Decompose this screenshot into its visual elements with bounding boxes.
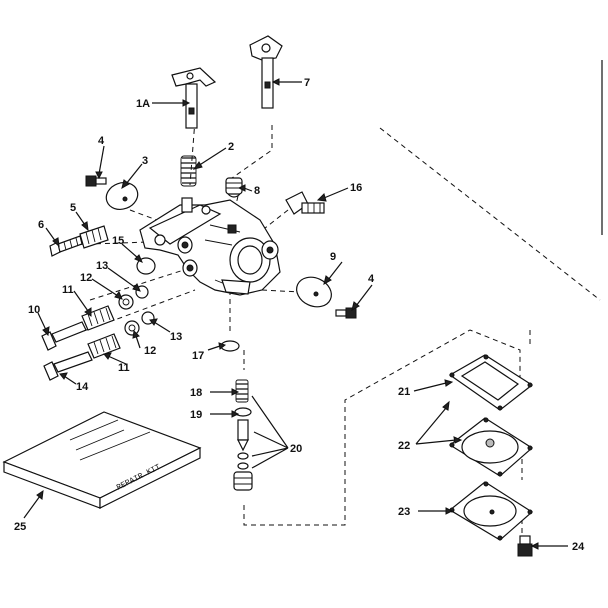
label-10: 10 [28, 304, 40, 316]
part-cover-23 [448, 481, 533, 541]
part-choke-shaft [249, 35, 283, 109]
part-throttle-spring [180, 155, 197, 187]
part-needle-spring-lower [87, 333, 121, 359]
label-3: 3 [142, 155, 148, 167]
part-needle-idle [41, 321, 87, 351]
label-20: 20 [290, 443, 302, 455]
label-12-upper: 12 [80, 272, 92, 284]
part-screw-right [335, 307, 357, 319]
label-21: 21 [398, 386, 410, 398]
part-inlet-spring [235, 379, 249, 403]
part-throttle-plate [105, 182, 139, 210]
part-repair-kit: REPAIR KIT [2, 411, 202, 509]
label-9: 9 [330, 251, 336, 263]
label-17: 17 [192, 350, 204, 362]
label-23: 23 [398, 506, 410, 518]
part-throttle-shaft [171, 67, 217, 129]
part-needle-spring-upper [81, 305, 115, 331]
label-13-lower: 13 [170, 331, 182, 343]
part-idle-spring [79, 225, 109, 249]
label-7: 7 [304, 77, 310, 89]
part-needle-main [43, 351, 93, 381]
part-inlet-needle [233, 419, 253, 491]
dashed-guides [57, 119, 601, 535]
part-packing-lower [124, 311, 155, 336]
part-diaphragm-22 [448, 417, 533, 477]
label-5: 5 [70, 202, 76, 214]
label-14: 14 [76, 381, 89, 393]
part-gasket-21 [448, 354, 534, 411]
label-22: 22 [398, 440, 410, 452]
part-screw-24 [517, 535, 533, 557]
label-15: 15 [112, 235, 124, 247]
label-11-lower: 11 [118, 362, 130, 374]
label-25: 25 [14, 521, 26, 533]
part-fuel-inlet-fitting [285, 191, 325, 215]
part-choke-plate [296, 276, 332, 308]
label-11-upper: 11 [62, 284, 74, 296]
label-4-right: 4 [368, 273, 375, 285]
part-packing-upper [118, 285, 149, 310]
label-1a: 1A [136, 98, 150, 110]
label-16: 16 [350, 182, 362, 194]
label-2: 2 [228, 141, 234, 153]
label-18: 18 [190, 387, 202, 399]
part-screw-top [85, 175, 107, 187]
label-13-upper: 13 [96, 260, 108, 272]
label-4-top: 4 [98, 135, 105, 147]
label-8: 8 [254, 185, 260, 197]
label-12-lower: 12 [144, 345, 156, 357]
carburetor-body [139, 197, 281, 296]
part-number-labels: 1A 7 2 4 3 8 16 5 6 15 13 12 11 10 9 4 1… [14, 77, 585, 553]
part-choke-detent [225, 177, 243, 198]
label-6: 6 [38, 219, 44, 231]
label-19: 19 [190, 409, 202, 421]
leader-lines [23, 78, 568, 550]
part-idle-screw [49, 235, 83, 257]
label-24: 24 [572, 541, 585, 553]
